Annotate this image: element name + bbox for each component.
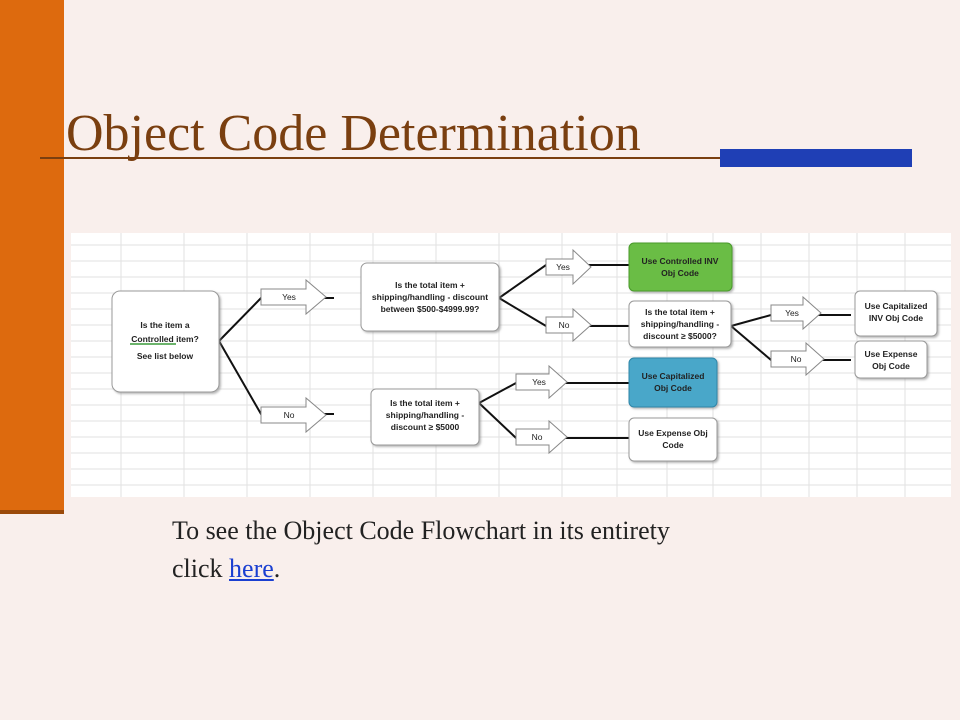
node-controlled-5000-line-1: Is the total item +	[645, 307, 715, 317]
caption-line-1: To see the Object Code Flowchart in its …	[172, 516, 670, 545]
node-start-line-3: See list below	[137, 351, 194, 361]
yes-arrow-1: Yes	[260, 278, 327, 316]
svg-text:No: No	[532, 432, 543, 442]
node-controlled-5000-line-3: discount ≥ $5000?	[643, 331, 717, 341]
no-arrow-4: No	[515, 419, 568, 455]
node-start-line-2: Controlled item?	[131, 334, 199, 344]
no-arrow-3: No	[770, 341, 825, 377]
result-expense-2: Use Expense Obj Code	[628, 417, 718, 462]
page-title: Object Code Determination	[66, 105, 641, 162]
yes-arrow-4: Yes	[515, 364, 568, 400]
result-expense-2-line-2: Code	[662, 440, 684, 450]
no-arrow-2: No	[545, 307, 592, 343]
here-link[interactable]: here	[229, 554, 274, 583]
result-capitalized-inv-line-2: INV Obj Code	[869, 313, 924, 323]
node-controlled-5000-question: Is the total item + shipping/handling - …	[628, 300, 732, 348]
caption: To see the Object Code Flowchart in its …	[172, 512, 670, 588]
caption-line-2: click here.	[172, 550, 670, 588]
result-expense-1-line-1: Use Expense	[865, 349, 918, 359]
node-controlled-total-line-1: Is the total item +	[395, 280, 465, 290]
result-expense-1: Use Expense Obj Code	[854, 340, 928, 379]
result-capitalized-inv-line-1: Use Capitalized	[865, 301, 928, 311]
node-start-line-1: Is the item a	[140, 320, 189, 330]
result-controlled-inv-line-1: Use Controlled INV	[642, 256, 719, 266]
left-accent-bar-edge	[0, 510, 64, 514]
title-accent-bar	[720, 149, 912, 167]
node-noncontrolled-5000-line-1: Is the total item +	[390, 398, 460, 408]
result-capitalized: Use Capitalized Obj Code	[628, 357, 718, 408]
result-controlled-inv-line-2: Obj Code	[661, 268, 699, 278]
svg-text:Yes: Yes	[532, 377, 546, 387]
title-underline	[40, 157, 912, 159]
result-expense-2-line-1: Use Expense Obj	[638, 428, 707, 438]
svg-text:Yes: Yes	[556, 262, 570, 272]
result-capitalized-line-1: Use Capitalized	[642, 371, 705, 381]
caption-period: .	[273, 554, 281, 583]
yes-arrow-3: Yes	[770, 295, 822, 331]
svg-text:Yes: Yes	[282, 292, 296, 302]
flowchart-image: Is the item a Controlled item? See list …	[71, 233, 951, 497]
node-noncontrolled-5000-line-3: discount ≥ $5000	[391, 422, 460, 432]
svg-text:No: No	[791, 354, 802, 364]
node-controlled-total-line-2: shipping/handling - discount	[372, 292, 488, 302]
node-controlled-total-question: Is the total item + shipping/handling - …	[360, 262, 500, 332]
node-controlled-5000-line-2: shipping/handling -	[641, 319, 720, 329]
node-controlled-total-line-3: between $500-$4999.99?	[381, 304, 480, 314]
yes-arrow-2: Yes	[545, 248, 592, 286]
node-noncontrolled-5000-line-2: shipping/handling -	[386, 410, 465, 420]
svg-text:Yes: Yes	[785, 308, 799, 318]
svg-text:No: No	[284, 410, 295, 420]
result-capitalized-inv: Use Capitalized INV Obj Code	[854, 290, 938, 337]
left-accent-bar	[0, 0, 64, 512]
result-controlled-inv: Use Controlled INV Obj Code	[628, 242, 733, 292]
caption-click-text: click	[172, 554, 230, 583]
node-start: Is the item a Controlled item? See list …	[111, 290, 220, 393]
result-expense-1-line-2: Obj Code	[872, 361, 910, 371]
svg-text:No: No	[559, 320, 570, 330]
no-arrow-1: No	[260, 396, 327, 434]
node-noncontrolled-5000-question: Is the total item + shipping/handling - …	[370, 388, 480, 446]
result-capitalized-line-2: Obj Code	[654, 383, 692, 393]
